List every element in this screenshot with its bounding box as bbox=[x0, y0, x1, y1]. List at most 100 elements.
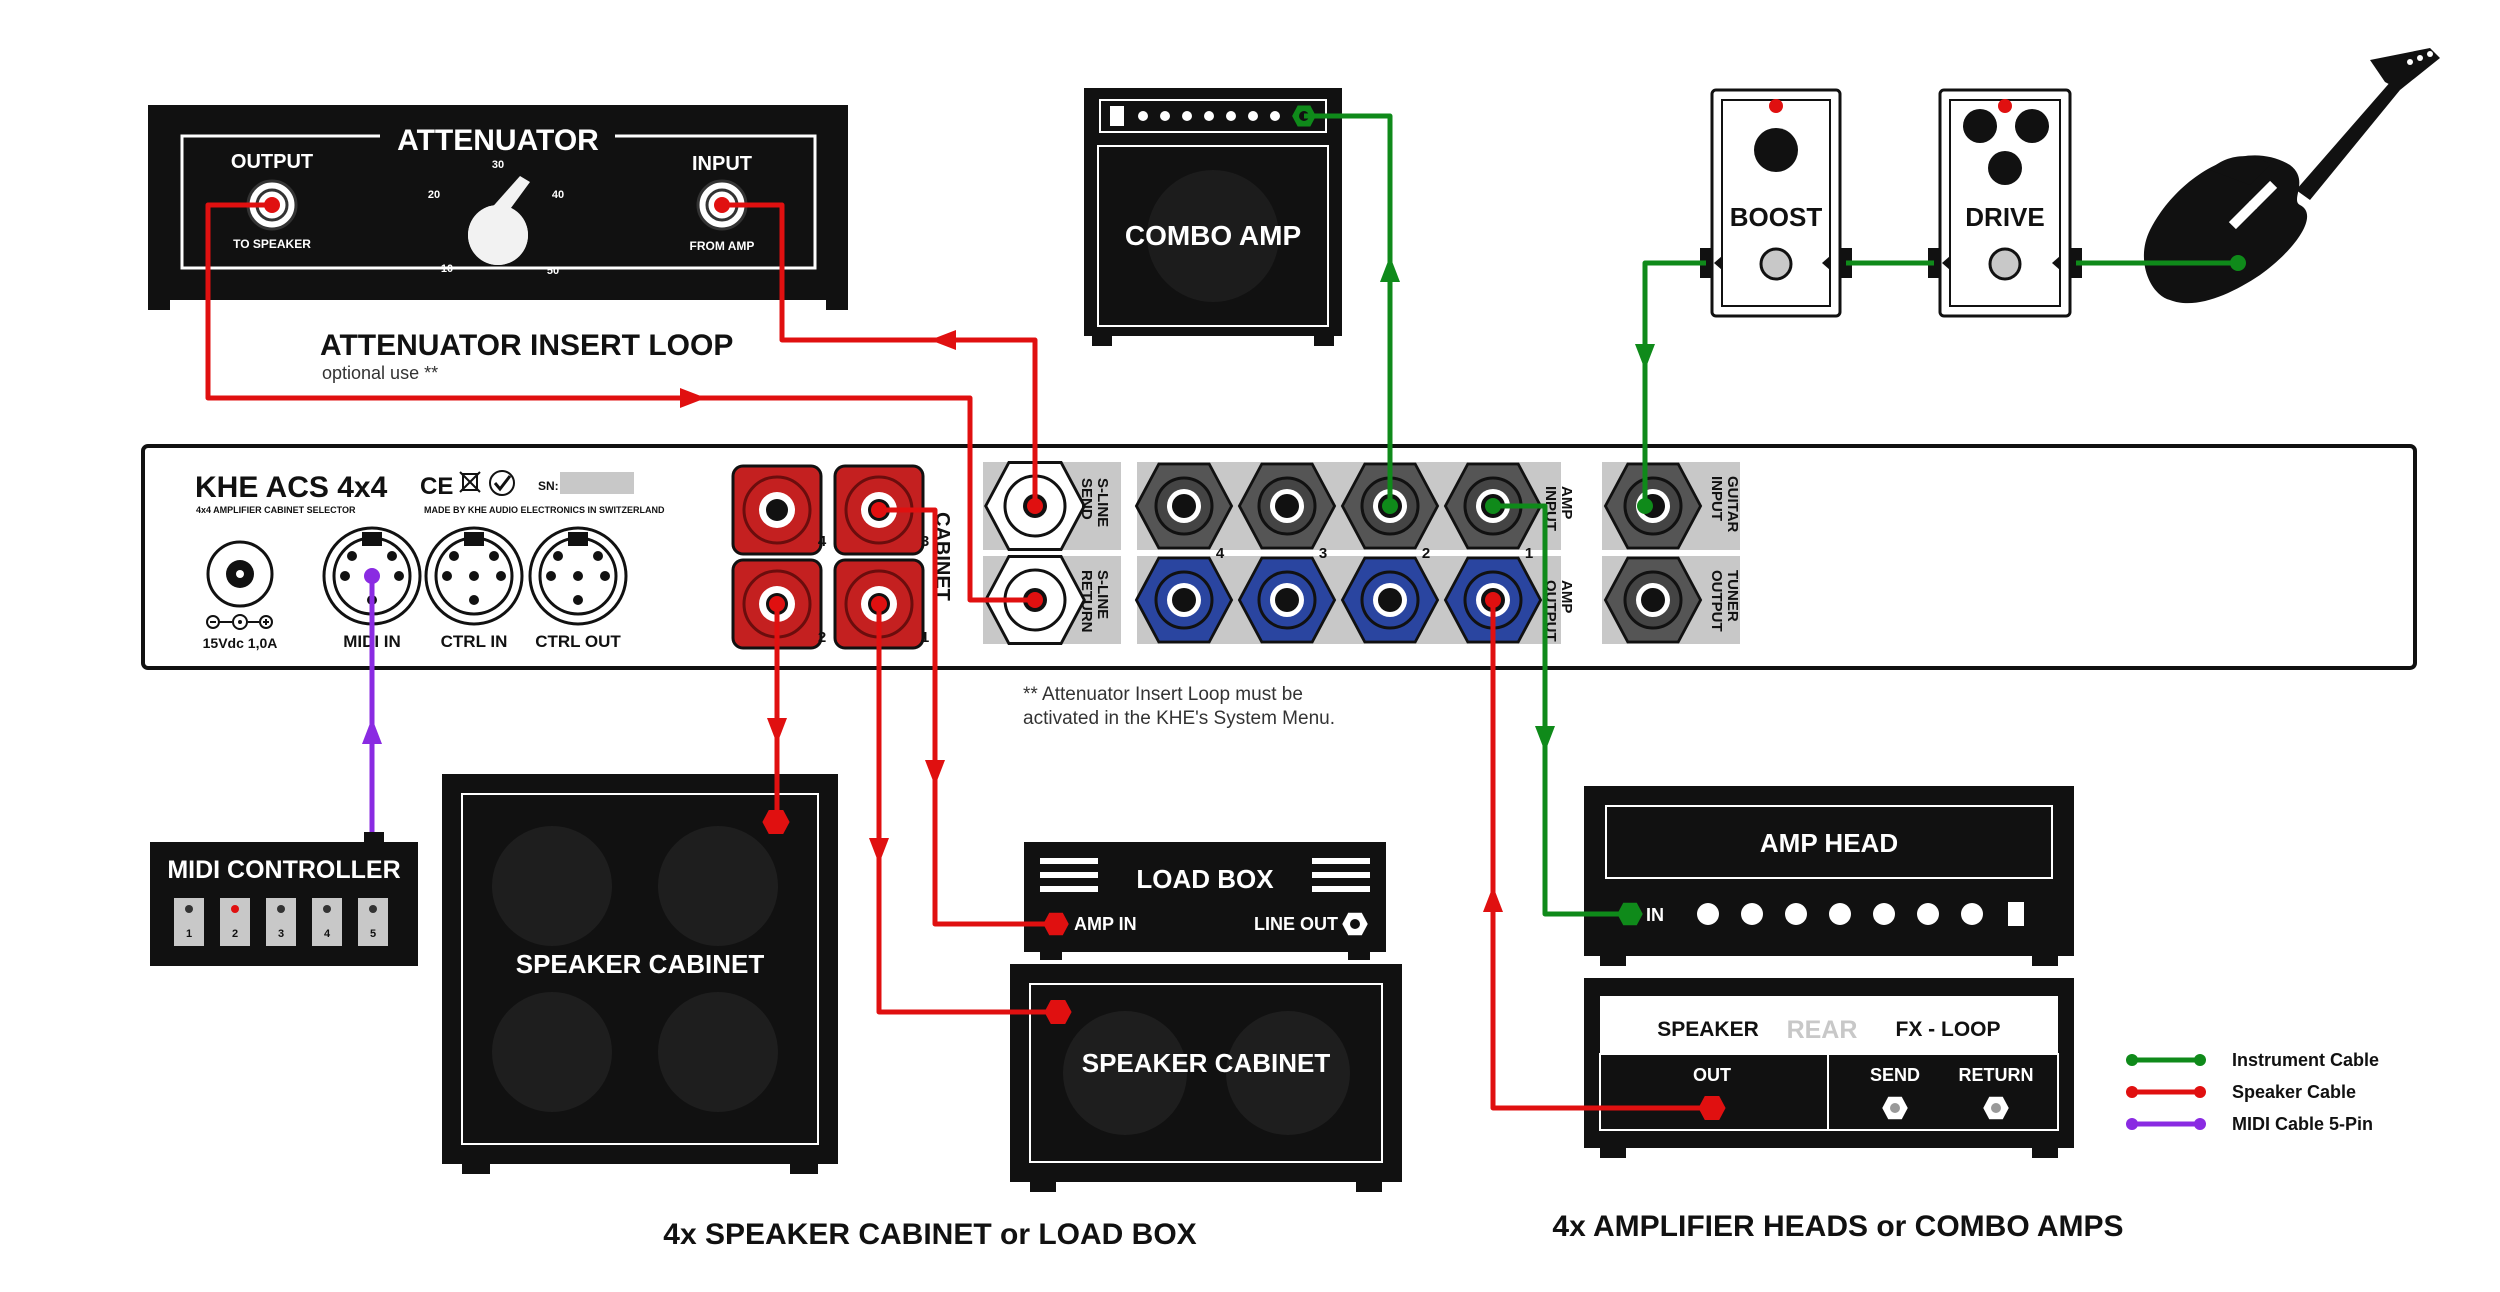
flow-arrows bbox=[362, 256, 1655, 912]
s-line-return-label-1: S-LINE bbox=[1094, 570, 1111, 619]
amp-head-power-switch[interactable] bbox=[2008, 902, 2024, 926]
attenuator-dial-knob[interactable] bbox=[468, 176, 530, 265]
load-box-amp-in-label: AMP IN bbox=[1074, 914, 1137, 934]
load-box-line-out-jack[interactable] bbox=[1342, 912, 1368, 936]
amp-num-3: 3 bbox=[1319, 545, 1327, 562]
dial-mark-50: 50 bbox=[547, 265, 559, 277]
amp-rear-fx-send-jack[interactable] bbox=[1882, 1096, 1908, 1120]
serial-number-label: SN: bbox=[538, 479, 559, 493]
amp-rear-out-label: OUT bbox=[1693, 1065, 1731, 1085]
amp-rear-fx-return-jack[interactable] bbox=[1983, 1096, 2009, 1120]
legend-instrument-label: Instrument Cable bbox=[2232, 1050, 2379, 1070]
load-box-label: LOAD BOX bbox=[1136, 864, 1274, 894]
guitar-icon bbox=[2143, 48, 2440, 304]
guitar-input-label-2: INPUT bbox=[1708, 476, 1725, 521]
s-line-send-label-2: SEND bbox=[1078, 478, 1095, 520]
power-jack[interactable] bbox=[206, 540, 274, 608]
drive-footswitch[interactable] bbox=[1988, 247, 2022, 281]
amp-num-2: 2 bbox=[1422, 545, 1430, 562]
amp-output-4-jack[interactable] bbox=[1135, 556, 1233, 644]
amp-head-knobs bbox=[1697, 903, 1983, 925]
cabinet-num-3: 3 bbox=[921, 533, 929, 550]
caption-amplifier-heads: 4x AMPLIFIER HEADS or COMBO AMPS bbox=[1552, 1210, 2123, 1243]
midi-button-5-label: 5 bbox=[370, 928, 376, 940]
cable-amp-input-2-to-combo-amp bbox=[1304, 113, 1393, 506]
amp-input-4-jack[interactable] bbox=[1135, 462, 1233, 550]
amp-rear-panel: SPEAKER REAR FX - LOOP OUT SEND RETURN bbox=[1584, 978, 2074, 1158]
amp-num-4: 4 bbox=[1216, 545, 1225, 562]
combo-amp: COMBO AMP bbox=[1084, 88, 1342, 346]
amp-rear-send-label: SEND bbox=[1870, 1065, 1920, 1085]
power-rating-label: 15Vdc 1,0A bbox=[203, 635, 278, 651]
midi-controller-label: MIDI CONTROLLER bbox=[167, 856, 400, 884]
load-box: LOAD BOX AMP IN LINE OUT bbox=[1024, 842, 1386, 960]
tuner-output-label-1: TUNER bbox=[1724, 570, 1741, 622]
insert-loop-note-line2: activated in the KHE's System Menu. bbox=[1023, 708, 1335, 729]
dial-mark-20: 20 bbox=[428, 189, 440, 201]
tuner-output-jack[interactable] bbox=[1604, 556, 1702, 644]
attenuator-input-sub: FROM AMP bbox=[690, 239, 755, 253]
khe-model-title: KHE ACS 4x4 bbox=[195, 471, 388, 504]
ce-mark: CE bbox=[420, 473, 453, 500]
caption-speaker-cabinets: 4x SPEAKER CABINET or LOAD BOX bbox=[663, 1218, 1196, 1251]
guitar-input-label-1: GUITAR bbox=[1724, 476, 1741, 533]
ctrl-in-jack[interactable] bbox=[424, 526, 524, 626]
s-line-send-label-1: S-LINE bbox=[1094, 478, 1111, 527]
attenuator-input-label: INPUT bbox=[692, 153, 752, 175]
amp-rear-speaker-label: SPEAKER bbox=[1657, 1018, 1759, 1041]
amp-rear-fx-loop-label: FX - LOOP bbox=[1896, 1018, 2001, 1041]
midi-button-1[interactable] bbox=[174, 898, 204, 946]
cable-amp-output-1-to-amp-rear bbox=[1490, 600, 1712, 1111]
midi-button-2[interactable] bbox=[220, 898, 250, 946]
attenuator-loop-title: ATTENUATOR INSERT LOOP bbox=[320, 329, 733, 362]
cabinet-num-1: 1 bbox=[921, 629, 929, 646]
cabinet-num-4: 4 bbox=[818, 533, 827, 550]
legend: Instrument Cable Speaker Cable MIDI Cabl… bbox=[2126, 1050, 2379, 1134]
speaker-cabinet-small-label: SPEAKER CABINET bbox=[1082, 1048, 1331, 1078]
amp-head-label: AMP HEAD bbox=[1760, 828, 1898, 858]
legend-midi-label: MIDI Cable 5-Pin bbox=[2232, 1114, 2373, 1134]
insert-loop-note-line1: ** Attenuator Insert Loop must be bbox=[1023, 684, 1303, 705]
boost-footswitch[interactable] bbox=[1759, 247, 1793, 281]
dial-mark-10: 10 bbox=[441, 263, 453, 275]
cabinet-num-2: 2 bbox=[818, 629, 826, 646]
rohs-check-icon bbox=[489, 470, 515, 496]
speaker-cabinet-large-label: SPEAKER CABINET bbox=[516, 949, 765, 979]
drive-pedal: DRIVE bbox=[1928, 88, 2082, 318]
amp-input-label-1: AMP bbox=[1558, 486, 1575, 519]
ctrl-in-label: CTRL IN bbox=[441, 632, 508, 651]
amp-head: AMP HEAD IN bbox=[1584, 786, 2074, 966]
combo-amp-label: COMBO AMP bbox=[1125, 220, 1301, 251]
drive-pedal-label: DRIVE bbox=[1965, 202, 2044, 232]
amp-head-in-label: IN bbox=[1646, 905, 1664, 925]
midi-button-5[interactable] bbox=[358, 898, 388, 946]
ctrl-out-jack[interactable] bbox=[528, 526, 628, 626]
amp-output-3-jack[interactable] bbox=[1238, 556, 1336, 644]
cable-attenuator-output-to-sline-return bbox=[205, 202, 1035, 603]
cable-cabinet-3-to-load-box bbox=[879, 507, 1056, 927]
dial-mark-40: 40 bbox=[552, 189, 564, 201]
attenuator-output-sub: TO SPEAKER bbox=[233, 237, 311, 251]
midi-button-4-label: 4 bbox=[324, 928, 331, 940]
amp-num-1: 1 bbox=[1525, 545, 1533, 562]
amp-input-3-jack[interactable] bbox=[1238, 462, 1336, 550]
midi-button-3[interactable] bbox=[266, 898, 296, 946]
midi-button-2-label: 2 bbox=[232, 928, 238, 940]
boost-pedal: BOOST bbox=[1700, 88, 1852, 318]
serial-number-plate bbox=[560, 472, 634, 494]
khe-subtitle: 4x4 AMPLIFIER CABINET SELECTOR bbox=[196, 505, 356, 515]
amp-rear-label: REAR bbox=[1787, 1016, 1858, 1044]
speaker-cabinet-small: SPEAKER CABINET bbox=[1010, 964, 1402, 1192]
midi-button-4[interactable] bbox=[312, 898, 342, 946]
dial-mark-30: 30 bbox=[492, 159, 504, 171]
cable-amp-input-1-to-amp-head bbox=[1493, 503, 1630, 917]
cabinet-4-jack[interactable] bbox=[731, 464, 823, 556]
legend-speaker-label: Speaker Cable bbox=[2232, 1082, 2356, 1102]
s-line-return-label-2: RETURN bbox=[1078, 570, 1095, 633]
amp-output-label-1: AMP bbox=[1558, 580, 1575, 613]
dc-polarity-icon bbox=[206, 614, 273, 630]
cable-cabinet-1-to-small-cabinet bbox=[876, 604, 1058, 1015]
legend-speaker-cable: Speaker Cable bbox=[2126, 1082, 2356, 1102]
amp-output-2-jack[interactable] bbox=[1341, 556, 1439, 644]
